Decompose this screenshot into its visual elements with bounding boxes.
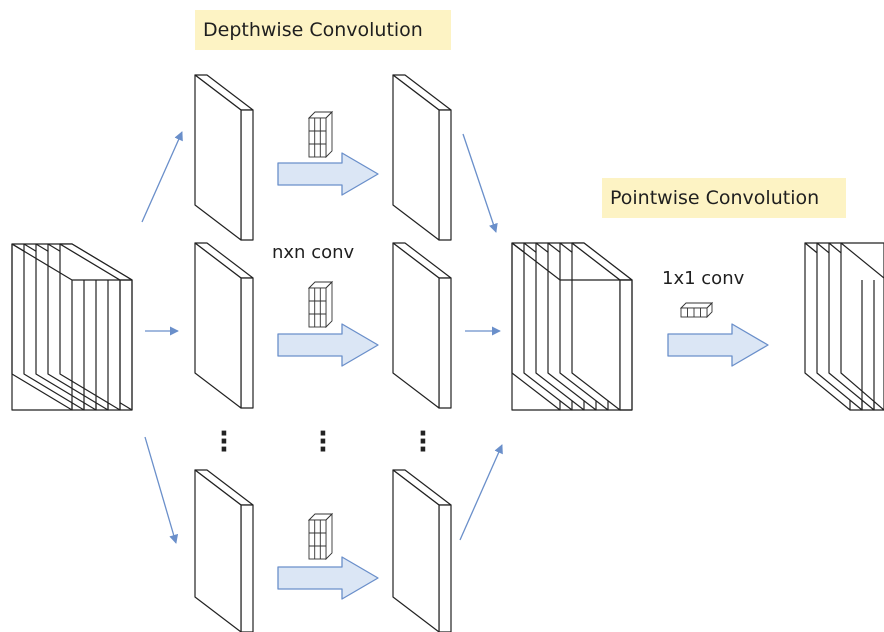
block-arrow-pointwise — [667, 323, 769, 367]
kernel-icon-bottom — [307, 512, 334, 561]
pointwise-output-volume — [804, 242, 884, 411]
pointwise-convolution-title: Pointwise Convolution — [602, 178, 846, 218]
kernel-icon-top — [307, 110, 334, 159]
depthwise-output-volume — [511, 242, 633, 411]
block-arrow-top — [277, 152, 379, 196]
channel-slice-bottom-input — [194, 469, 254, 632]
split-arrow-top — [141, 131, 183, 223]
block-arrow-bottom — [277, 556, 379, 600]
input-feature-map — [11, 243, 133, 411]
block-arrow-middle — [277, 323, 379, 367]
depthwise-convolution-title: Depthwise Convolution — [195, 10, 451, 50]
vertical-ellipsis-input: ··· — [219, 419, 229, 465]
pointwise-kernel-icon — [679, 301, 714, 319]
merge-arrow-bottom — [459, 444, 503, 541]
merge-arrow-top — [462, 133, 498, 233]
split-arrow-bottom — [144, 436, 179, 544]
channel-slice-middle-output — [392, 242, 452, 409]
nxn-conv-label: nxn conv — [272, 242, 355, 263]
channel-slice-top-output — [392, 74, 452, 241]
vertical-ellipsis-output: ··· — [418, 419, 428, 465]
vertical-ellipsis-kernel: ··· — [318, 419, 328, 465]
channel-slice-middle-input — [194, 242, 254, 409]
1x1-conv-label: 1x1 conv — [662, 268, 745, 289]
kernel-icon-middle — [307, 280, 334, 329]
channel-slice-top-input — [194, 74, 254, 241]
channel-slice-bottom-output — [392, 469, 452, 632]
